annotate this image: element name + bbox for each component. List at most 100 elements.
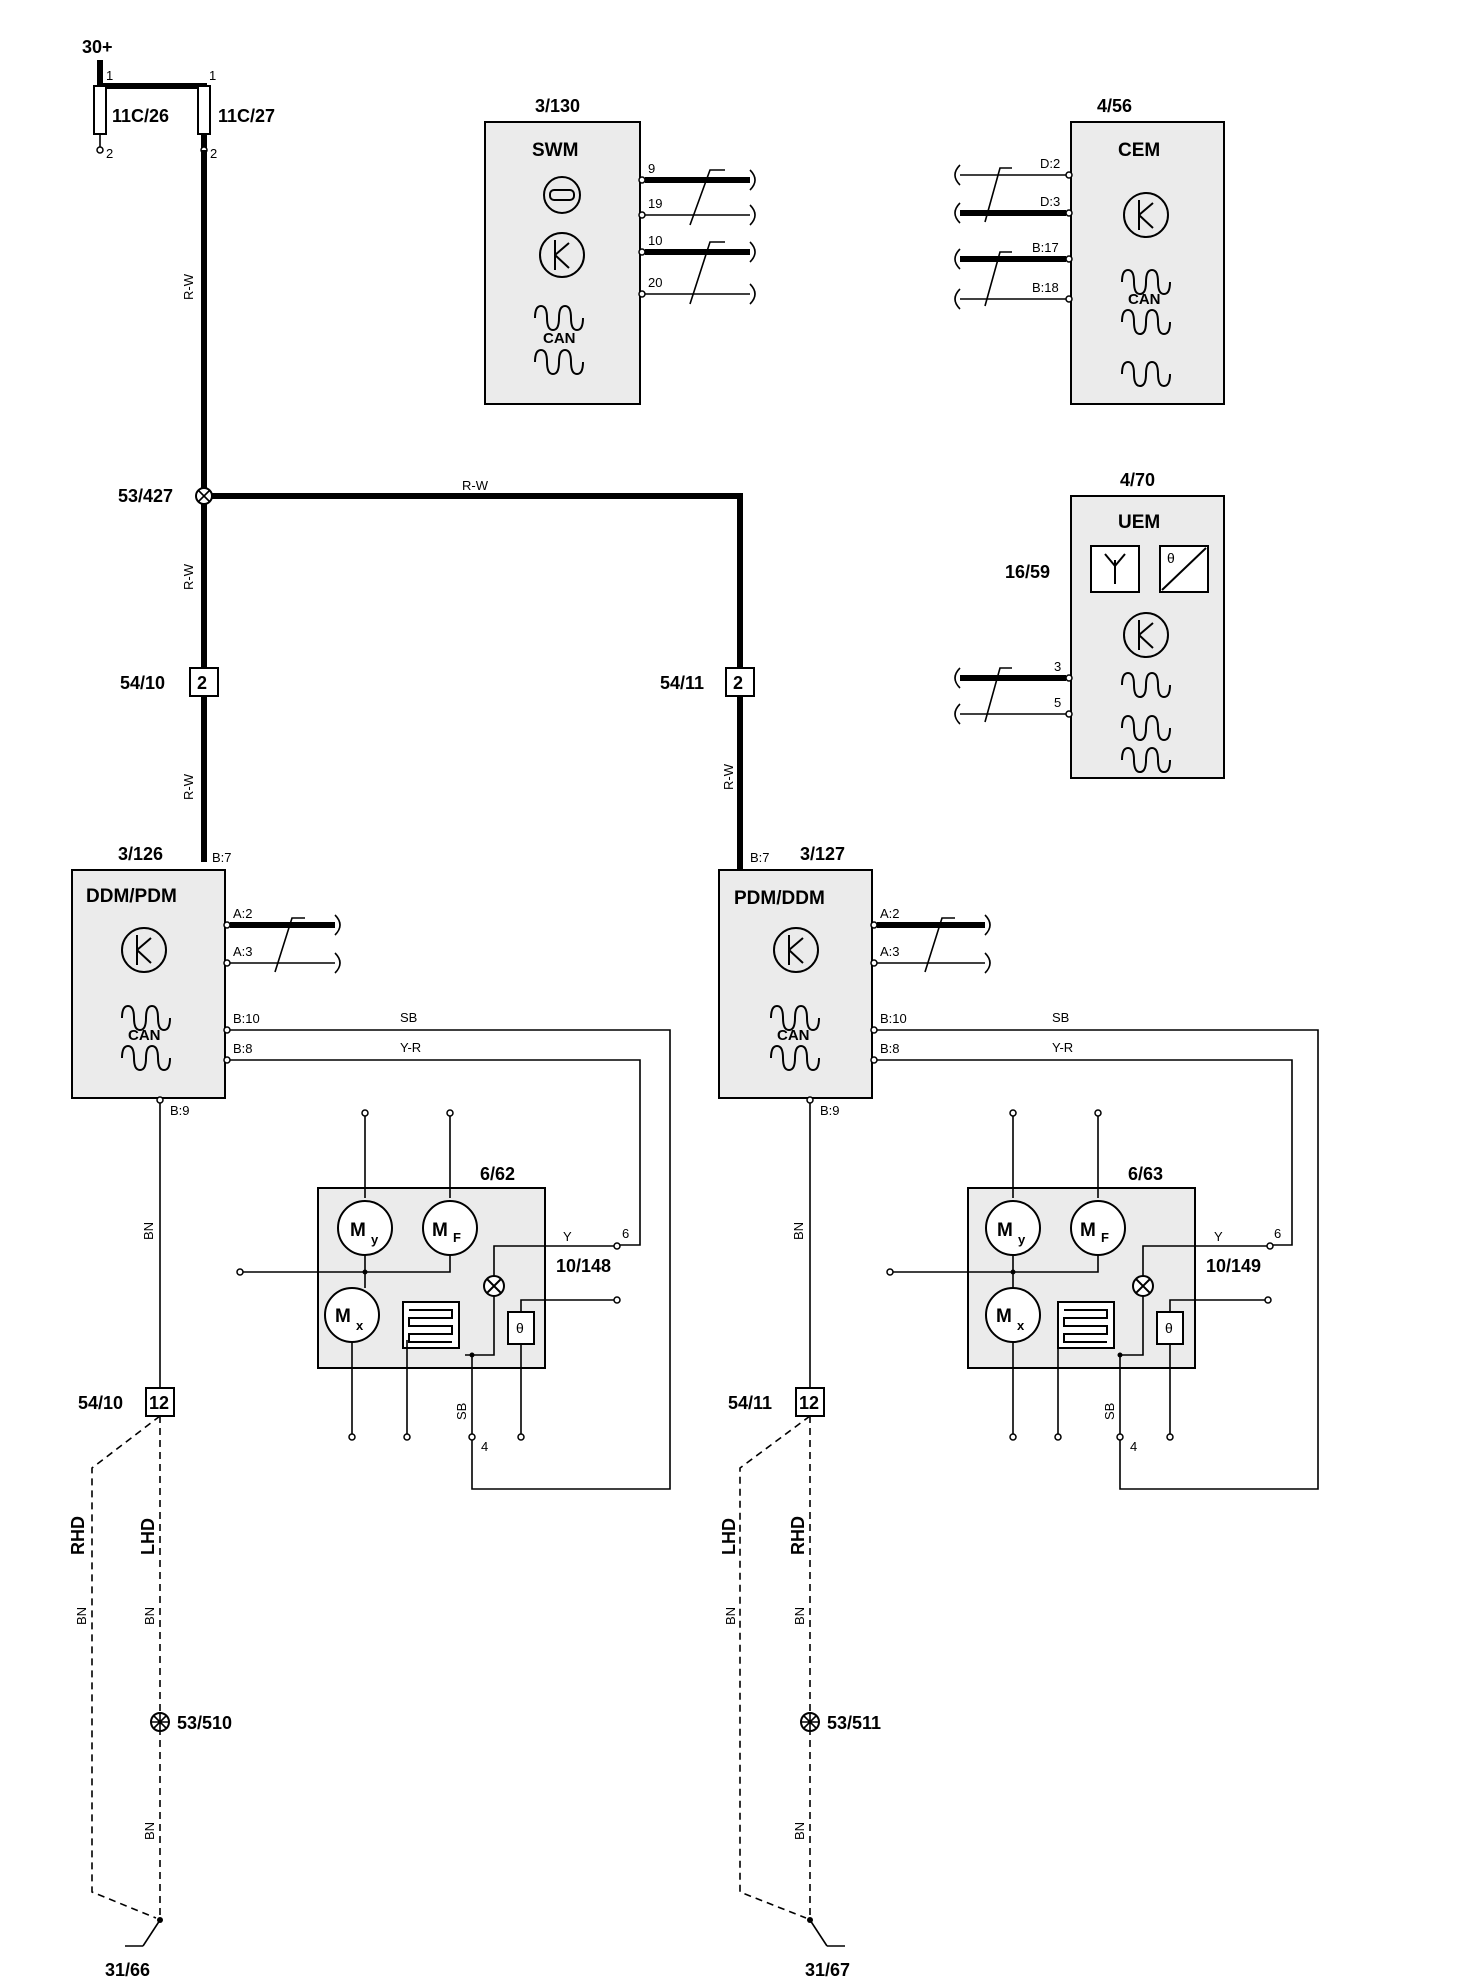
processor-icon [1123, 612, 1169, 658]
fuse-11c26-label: 11C/26 [112, 106, 169, 126]
right-rhd-label: RHD [788, 1516, 808, 1555]
temp-sensor-theta: θ [516, 1320, 524, 1336]
right-module-pin-a3: A:3 [880, 944, 900, 959]
left-bn-3: BN [142, 1822, 157, 1840]
right-door-module: 3/127 B:7 PDM/DDM CAN A:2 A:3 B:10 B:8 B… [718, 844, 1319, 1490]
right-yr-color: Y-R [1052, 1040, 1073, 1055]
right-lhd-label: LHD [719, 1518, 739, 1555]
motor-x-m: M [996, 1306, 1012, 1327]
can-wave-icon-2 [770, 1044, 820, 1072]
left-mirror-unit: 6/62 M y M F M x θ Y 6 10/148 SB 4 [236, 1109, 629, 1454]
can-wave-icon [1121, 268, 1171, 296]
connector-54-10-pin2-text: 2 [197, 673, 207, 693]
fuse-11c27-pin2: 2 [210, 146, 217, 161]
right-y-wire [1142, 1245, 1270, 1276]
wire-color-rw-4: R-W [462, 478, 489, 493]
processor-icon [1123, 192, 1169, 238]
motor-y-sub: y [1018, 1232, 1026, 1247]
swm-can-label: CAN [543, 330, 576, 347]
cem-pin-2: D:3 [1040, 194, 1060, 209]
motor-y-m: M [997, 1220, 1013, 1241]
motor-f-sub: F [1101, 1230, 1109, 1245]
processor-icon [773, 927, 819, 973]
left-ground-section: 12 54/10 RHD LHD BN BN BN 53/510 31/66 [68, 1387, 232, 1980]
left-bn-1: BN [74, 1607, 89, 1625]
left-pin6: 6 [622, 1226, 629, 1241]
cem-pin-1: D:2 [1040, 156, 1060, 171]
supply-label: 30+ [82, 37, 113, 57]
right-module-pin-b8: B:8 [880, 1041, 900, 1056]
left-module-can: CAN [128, 1027, 161, 1044]
left-y-color: Y [563, 1229, 572, 1244]
swm-box [484, 121, 641, 405]
horn-icon [543, 176, 581, 214]
right-lhd-wire [739, 1415, 811, 1919]
right-pin6: 6 [1274, 1226, 1281, 1241]
wire-color-rw-5: R-W [721, 763, 736, 790]
left-bn-color: BN [141, 1222, 156, 1240]
motor-f-m: M [1080, 1220, 1096, 1241]
connector-54-11-pin12-text: 12 [799, 1393, 819, 1413]
can-wave-icon [534, 304, 584, 332]
wire-color-rw-2: R-W [181, 563, 196, 590]
cem-id: 4/56 [1097, 96, 1132, 116]
right-mirror-unit: 6/63 M y M F M x θ Y 6 10/149 SB 4 [886, 1109, 1281, 1454]
fuse-11c26-symbol [93, 85, 107, 135]
cem-module: 4/56 CEM CAN D:2 D:3 B:17 B:18 [954, 96, 1225, 405]
temp-sensor-theta: θ [1165, 1320, 1173, 1336]
wire-color-rw-1: R-W [181, 273, 196, 300]
right-module-id: 3/127 [800, 844, 845, 864]
right-bn-3: BN [792, 1822, 807, 1840]
left-module-pin-a3: A:3 [233, 944, 253, 959]
right-sb-color: SB [1052, 1010, 1069, 1025]
motor-y-m: M [350, 1220, 366, 1241]
left-module-id: 3/126 [118, 844, 163, 864]
right-lamp-id: 10/149 [1206, 1256, 1261, 1276]
ground-31-67-label: 31/67 [805, 1960, 850, 1980]
rw-harness: 53/427 R-W R-W R-W R-W R-W 2 54/10 2 54/… [118, 150, 755, 872]
splice-53-510-label: 53/510 [177, 1713, 232, 1733]
connector-54-11-pin2-text: 2 [733, 673, 743, 693]
motor-f-sub: F [453, 1230, 461, 1245]
left-sb-color: SB [400, 1010, 417, 1025]
uem-pin-2: 5 [1054, 695, 1061, 710]
uem-theta: θ [1167, 550, 1175, 566]
motor-x-m: M [335, 1306, 351, 1327]
right-module-pin-top: B:7 [750, 850, 770, 865]
right-bn-color: BN [791, 1222, 806, 1240]
swm-pin-4: 20 [648, 275, 662, 290]
power-supply: 30+ 1 1 2 2 11C/26 11C/27 [82, 37, 275, 161]
can-wave-icon-3 [1121, 360, 1171, 388]
motor-x-icon [324, 1287, 380, 1343]
connector-54-10-label: 54/10 [120, 673, 165, 693]
motor-f-m: M [432, 1220, 448, 1241]
left-module-pin-b8: B:8 [233, 1041, 253, 1056]
connector-54-11-pin12 [795, 1387, 825, 1417]
ground-31-66-label: 31/66 [105, 1960, 150, 1980]
cem-can-label: CAN [1128, 291, 1161, 308]
uem-pin-1: 3 [1054, 659, 1061, 674]
cem-pin-4: B:18 [1032, 280, 1059, 295]
swm-id: 3/130 [535, 96, 580, 116]
can-wave-icon-2 [1121, 714, 1171, 742]
motor-x-sub: x [1017, 1318, 1025, 1333]
left-bn-2: BN [142, 1607, 157, 1625]
can-wave-icon [770, 1004, 820, 1032]
supply-wire [97, 60, 207, 148]
cem-name: CEM [1118, 140, 1160, 161]
motor-x-sub: x [356, 1318, 364, 1333]
right-bn-2: BN [792, 1607, 807, 1625]
connector-54-11-lower-label: 54/11 [728, 1393, 772, 1413]
right-sb-color-2: SB [1102, 1403, 1117, 1420]
left-sb-wire [230, 1029, 671, 1490]
left-yr-wire [230, 1059, 641, 1246]
processor-icon [121, 927, 167, 973]
connector-54-10-pin12 [145, 1387, 175, 1417]
fuse-11c27-label: 11C/27 [218, 106, 275, 126]
left-lhd-label: LHD [138, 1518, 158, 1555]
left-mirror-id: 6/62 [480, 1164, 515, 1184]
fuse-11c27-pin1: 1 [209, 68, 216, 83]
splice-53-511-label: 53/511 [827, 1713, 881, 1733]
cem-pin-3: B:17 [1032, 240, 1059, 255]
uem-box [1070, 495, 1225, 779]
